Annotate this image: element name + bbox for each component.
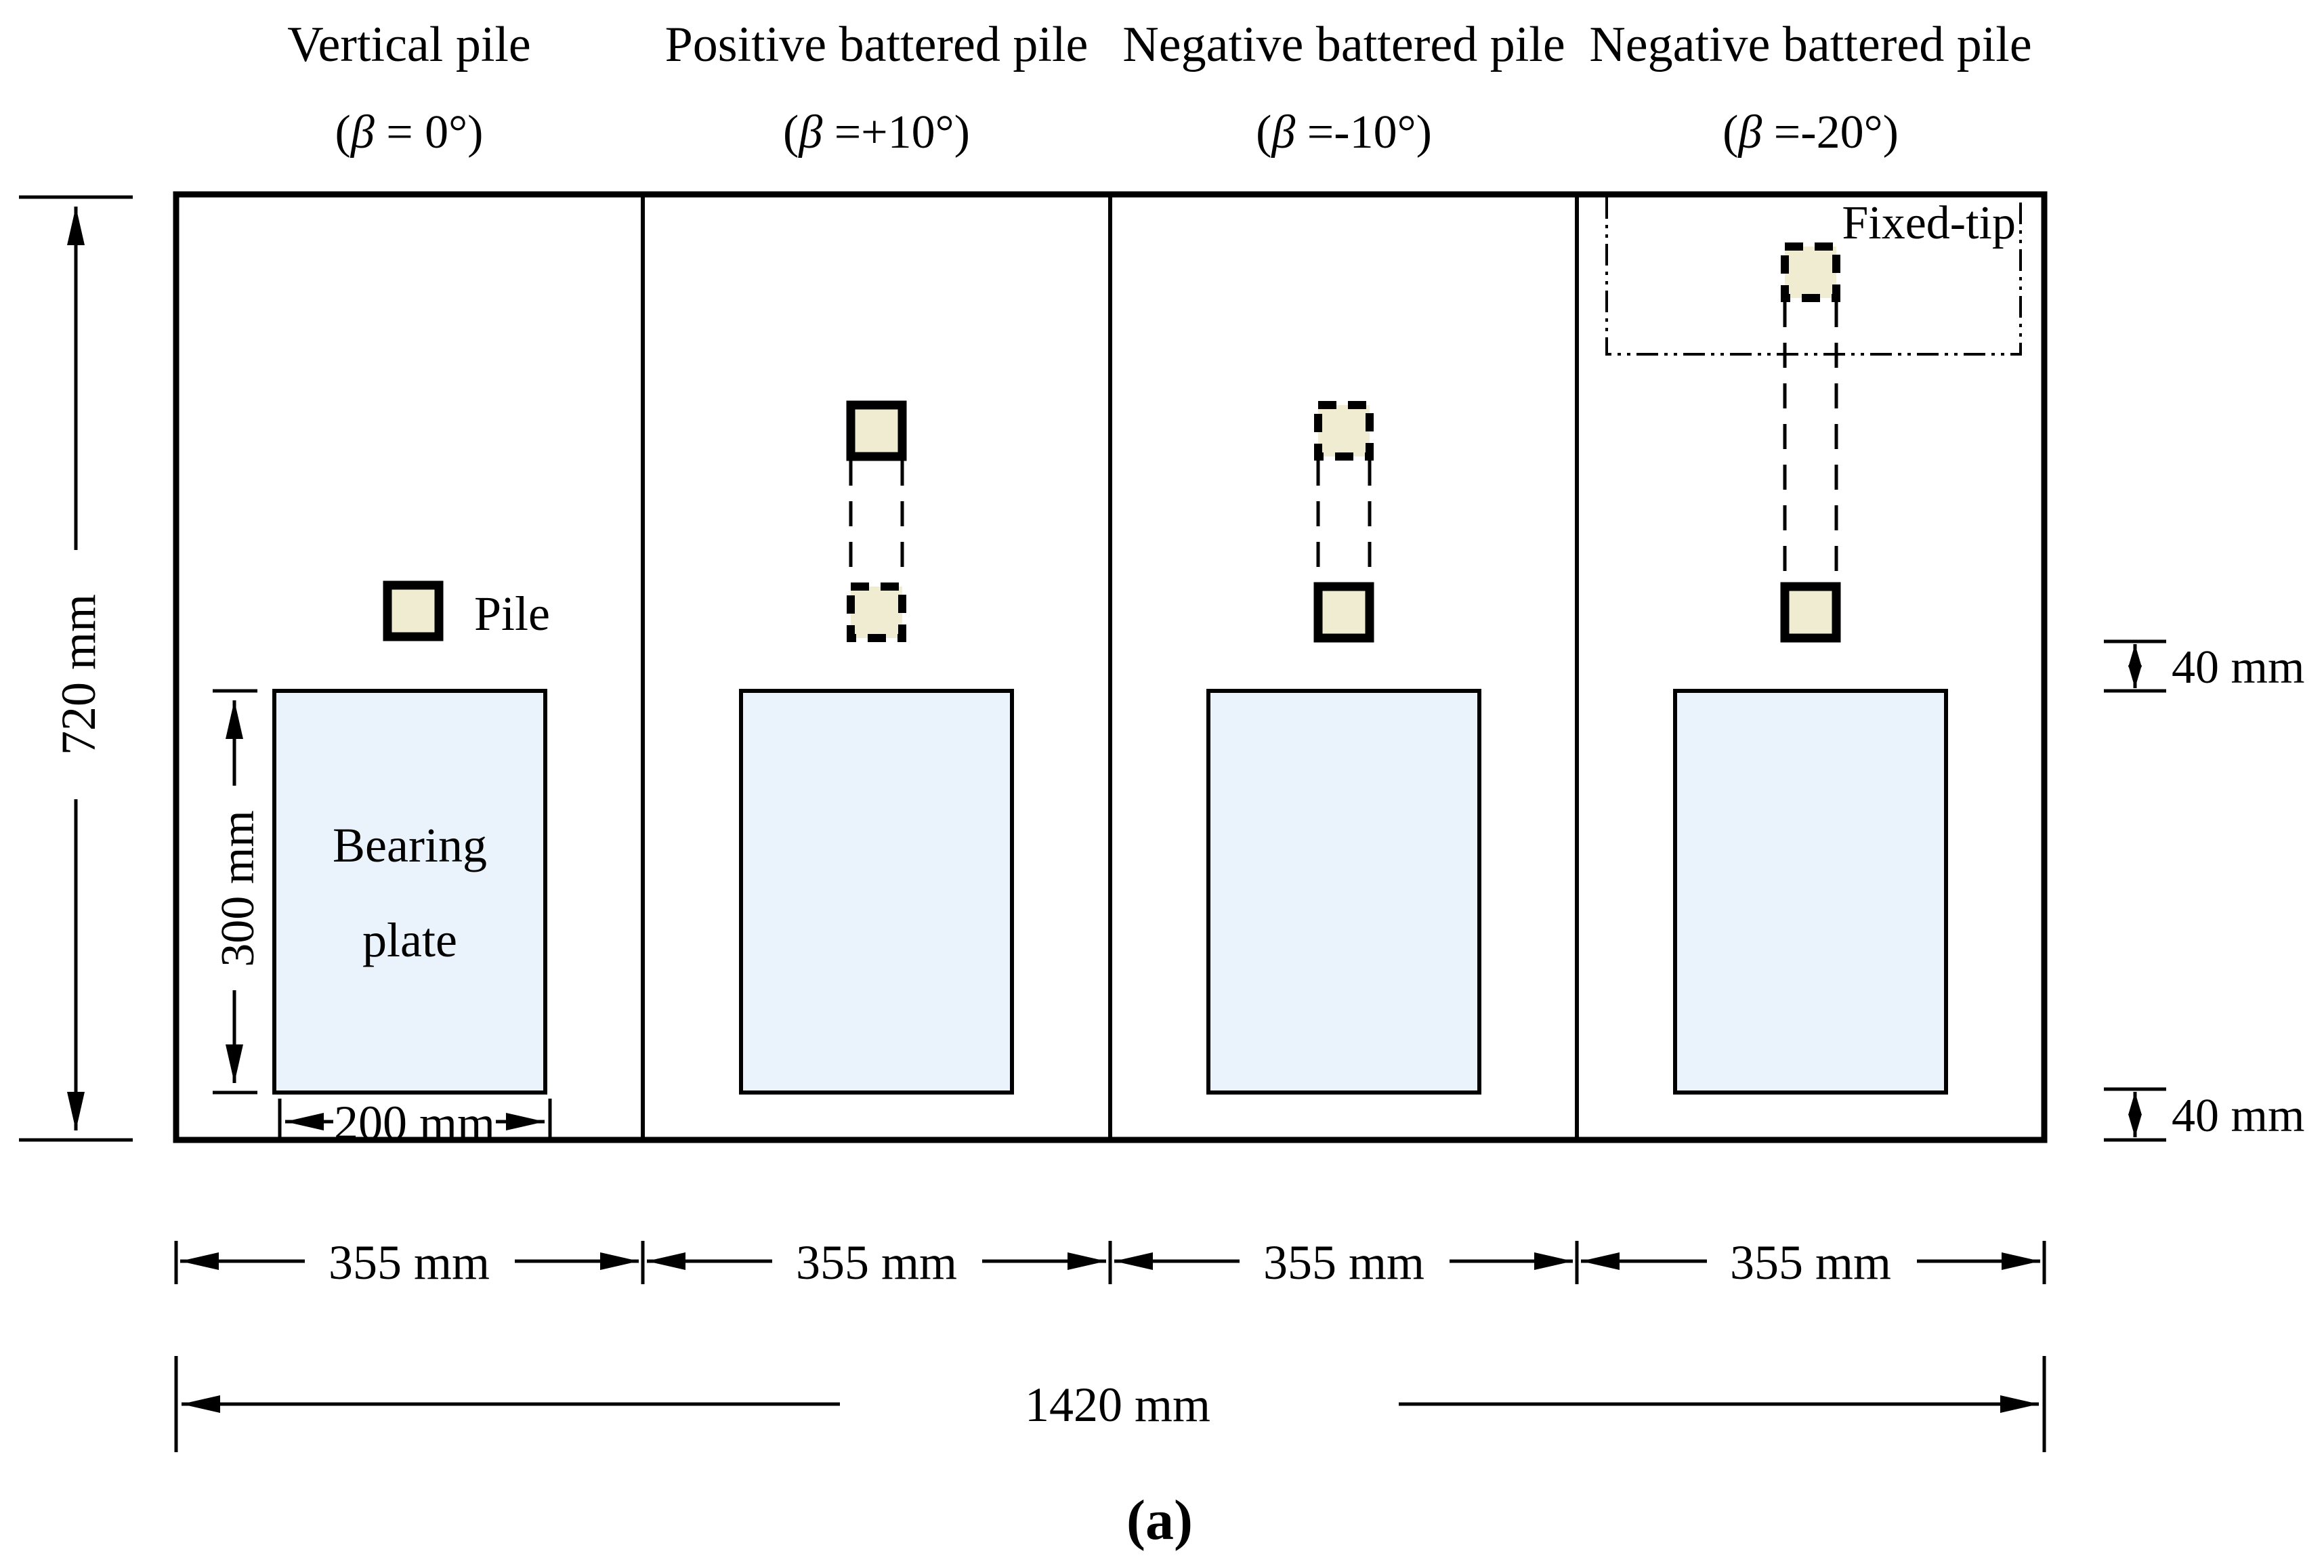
angle-value: = 0°) <box>375 106 484 158</box>
dim-base-gap: 40 mm <box>2104 1087 2304 1142</box>
fixed-tip-label: Fixed-tip <box>1842 197 2016 249</box>
panel-1-pile: Pile <box>383 580 550 641</box>
bearing-plate <box>1206 689 1481 1095</box>
beta-symbol: β <box>350 106 375 158</box>
paren: ( <box>783 106 799 158</box>
panel-4-pile <box>1780 242 1841 643</box>
panel-2-pile <box>846 400 907 642</box>
dim-base-gap-label: 40 mm <box>2172 1090 2304 1142</box>
dim-panel-widths: 355 mm 355 mm 355 mm 355 mm <box>174 1235 2046 1290</box>
panel-headers: Vertical pile Positive battered pile Neg… <box>287 17 2031 158</box>
bearing-plate <box>1673 689 1948 1095</box>
panel-2-angle: (β =+10°) <box>783 106 970 158</box>
paren: ( <box>1723 106 1738 158</box>
dim-plate-width: 200 mm <box>278 1096 552 1150</box>
panel-4-angle: (β =-20°) <box>1723 106 1899 158</box>
pile-tip-dashed <box>1314 401 1374 461</box>
beta-symbol: β <box>797 106 822 158</box>
bearing-plate-label-line1: Bearing <box>333 818 487 872</box>
dim-plate-height-label: 300 mm <box>212 810 264 967</box>
bearing-plate-label-line2: plate <box>362 913 457 967</box>
dim-pile-gap-label: 40 mm <box>2172 641 2304 694</box>
bearing-plate <box>272 689 547 1095</box>
angle-value: =+10°) <box>822 106 970 158</box>
panel-1-title: Vertical pile <box>287 17 531 72</box>
beta-symbol: β <box>1737 106 1762 158</box>
dim-total-width-label: 1420 mm <box>1025 1378 1210 1432</box>
panel-2-title: Positive battered pile <box>665 17 1089 72</box>
dim-plate-width-label: 200 mm <box>334 1096 495 1150</box>
pile-head-dashed <box>847 582 906 642</box>
pile-head <box>383 580 444 641</box>
panel-4-title: Negative battered pile <box>1589 17 2031 72</box>
dim-total-height: 720 mm <box>19 195 133 1142</box>
angle-value: =-10°) <box>1295 106 1432 158</box>
panel-3-title: Negative battered pile <box>1122 17 1565 72</box>
panel-3-pile <box>1313 401 1374 643</box>
dim-panel-width-label-2: 355 mm <box>796 1235 957 1290</box>
pile-head-solid <box>1780 582 1841 643</box>
angle-value: =-20°) <box>1762 106 1899 158</box>
dim-panel-width-label-1: 355 mm <box>329 1235 490 1290</box>
pile-label: Pile <box>474 587 550 641</box>
pile-tip-solid <box>846 400 907 461</box>
dim-plate-height: 300 mm <box>212 689 264 1095</box>
beta-symbol: β <box>1270 106 1295 158</box>
bearing-plates: Bearing plate <box>272 689 1948 1095</box>
pile-tip-dashed <box>1781 242 1840 302</box>
panel-3-angle: (β =-10°) <box>1256 106 1432 158</box>
dim-panel-width-label-4: 355 mm <box>1730 1235 1891 1290</box>
dim-pile-gap: 40 mm <box>2104 639 2304 694</box>
bearing-plate <box>739 689 1014 1095</box>
panel-1-angle: (β = 0°) <box>335 106 484 158</box>
dim-panel-width-label-3: 355 mm <box>1263 1235 1424 1290</box>
paren: ( <box>1256 106 1271 158</box>
pile-head-solid <box>1313 582 1374 643</box>
dim-total-height-label: 720 mm <box>51 594 106 755</box>
paren: ( <box>335 106 351 158</box>
figure-caption: (a) <box>1126 1489 1193 1552</box>
dim-total-width: 1420 mm <box>174 1356 2046 1452</box>
